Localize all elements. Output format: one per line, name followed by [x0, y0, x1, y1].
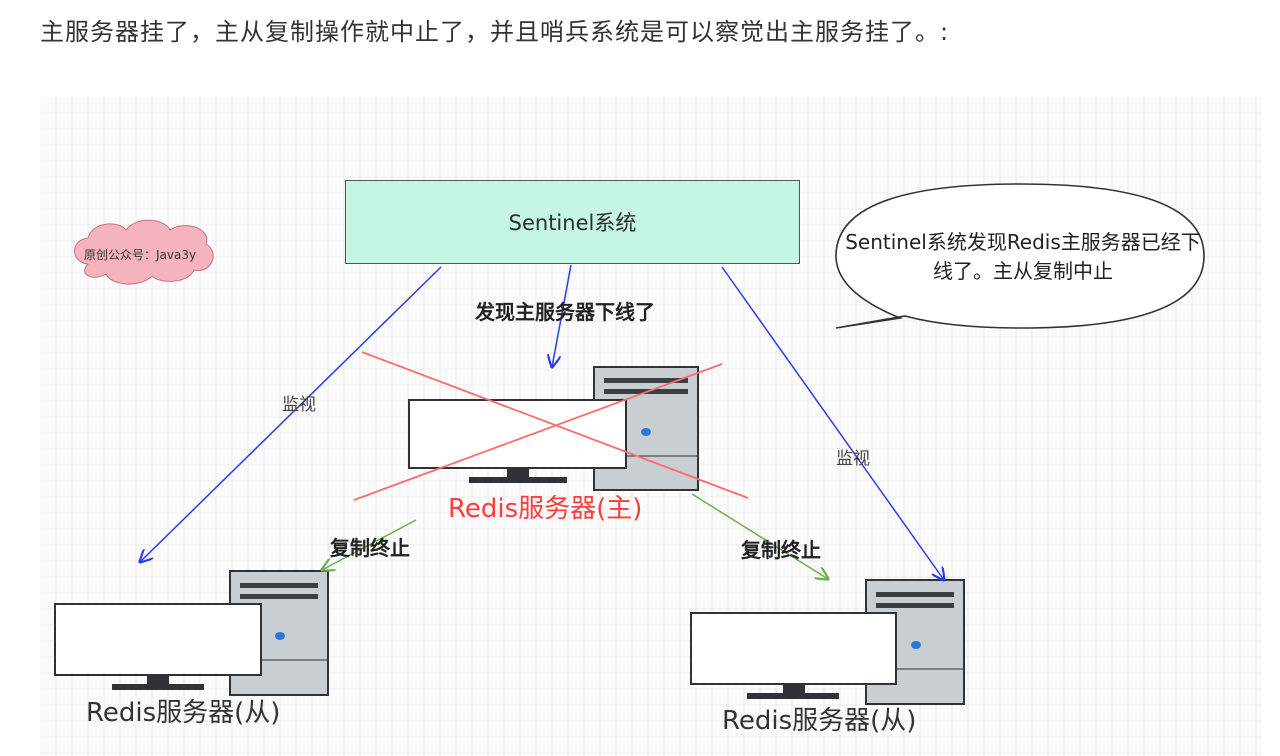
replication-arrow-left — [322, 519, 417, 570]
page-heading: 主服务器挂了，主从复制操作就中止了，并且哨兵系统是可以察觉出主服务挂了。: — [40, 18, 950, 46]
cloud-shape — [74, 219, 214, 285]
slave-server-right-graphic — [690, 579, 965, 705]
monitor-label-left: 监视 — [282, 395, 316, 415]
replication-stop-label-left: 复制终止 — [330, 536, 410, 560]
discover-arrow — [552, 264, 572, 367]
slave-server-left-label: Redis服务器(从) — [86, 698, 281, 728]
discover-label: 发现主服务器下线了 — [475, 300, 655, 324]
sentinel-system-box: Sentinel系统 — [345, 180, 800, 264]
speech-bubble — [835, 183, 1205, 329]
sentinel-label: Sentinel系统 — [508, 211, 637, 235]
offline-cross-line-2 — [353, 363, 723, 501]
slave-server-right-label: Redis服务器(从) — [722, 706, 917, 736]
master-server-label: Redis服务器(主) — [448, 494, 643, 524]
replication-stop-label-right: 复制终止 — [741, 538, 821, 562]
cloud-text: 原创公众号：Java3y — [84, 248, 197, 262]
slave-server-left-graphic — [54, 570, 329, 696]
monitor-arrow-left — [140, 266, 442, 562]
monitor-label-right: 监视 — [836, 449, 870, 469]
replication-arrow-right — [691, 493, 828, 579]
monitor-arrow-right — [721, 266, 944, 580]
bubble-text: Sentinel系统发现Redis主服务器已经下线了。主从复制中止 — [845, 230, 1201, 283]
